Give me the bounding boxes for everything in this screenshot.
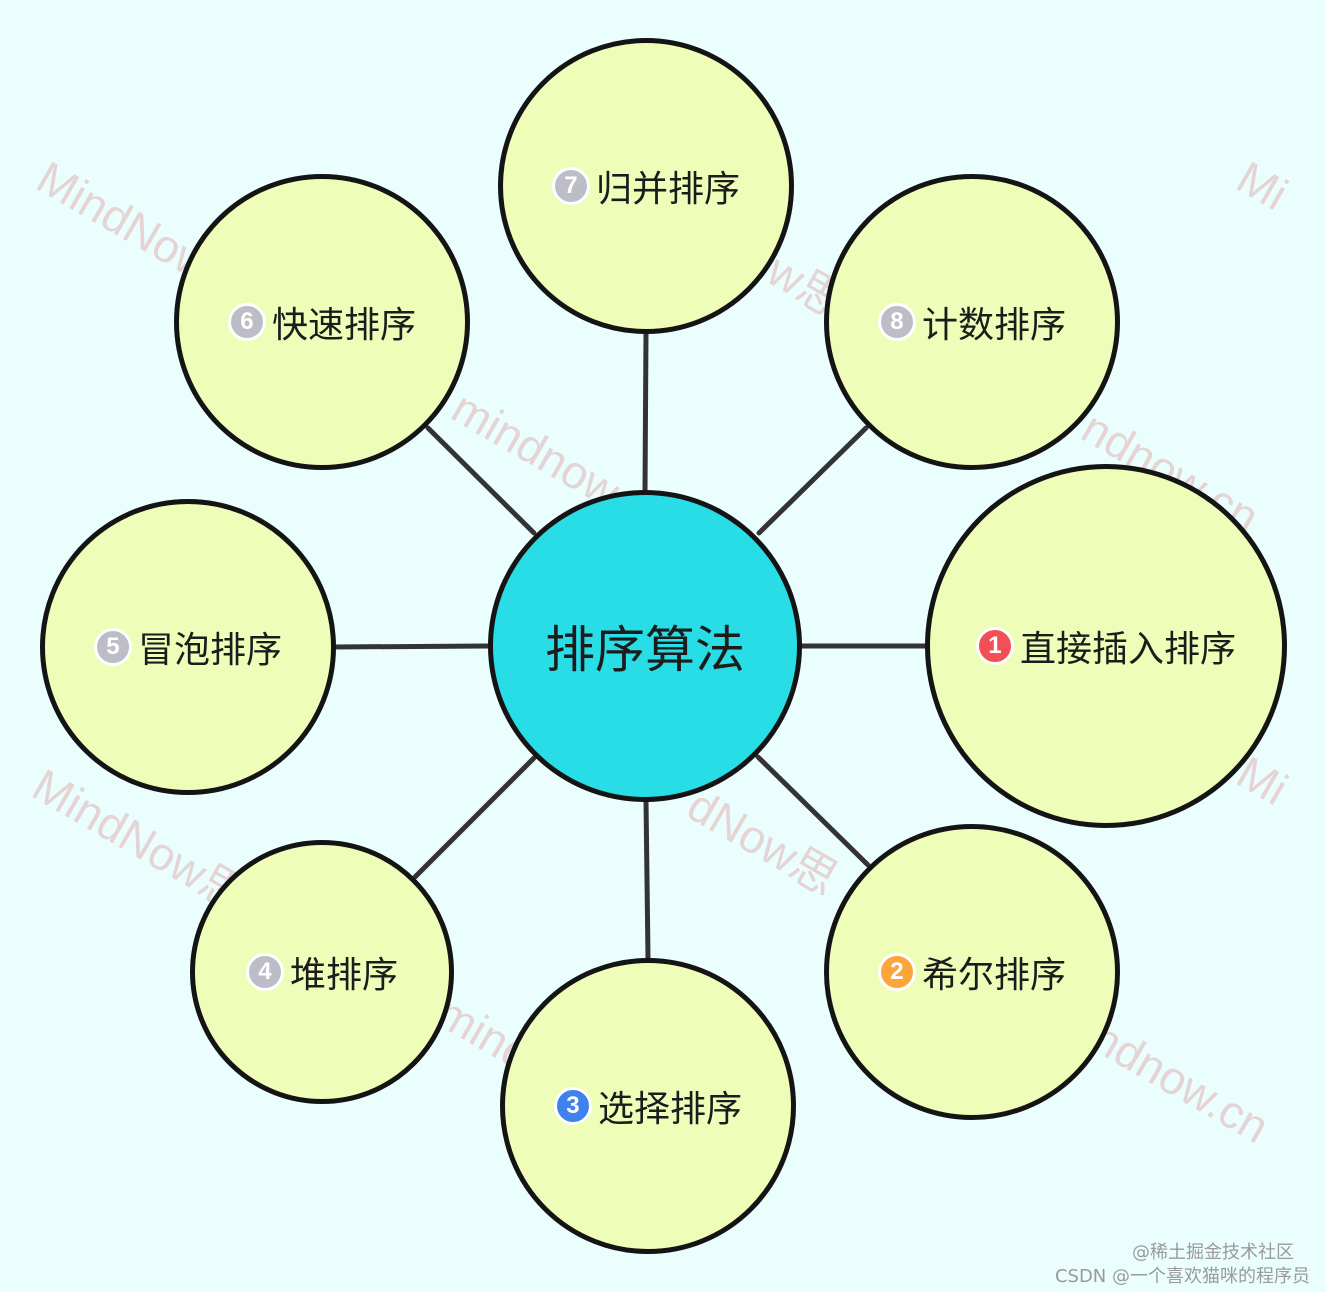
connector-7 [642, 330, 649, 493]
connector-6 [425, 425, 537, 536]
topic-counting-sort[interactable]: 8 计数排序 [824, 174, 1120, 470]
topic-shell-sort[interactable]: 2 希尔排序 [824, 824, 1120, 1120]
priority-badge: 2 [877, 953, 916, 991]
priority-badge: 6 [227, 303, 266, 341]
central-topic-label: 排序算法 [545, 621, 745, 679]
priority-badge: 8 [877, 303, 916, 341]
connector-4 [412, 755, 537, 880]
topic-label: 堆排序 [289, 955, 398, 996]
topic-label: 计数排序 [921, 305, 1066, 346]
connector-5 [330, 643, 491, 650]
credit-juejin: @稀土掘金技术社区 [1132, 1242, 1294, 1263]
topic-label: 归并排序 [595, 169, 740, 210]
topic-selection-sort[interactable]: 3 选择排序 [500, 958, 796, 1254]
topic-merge-sort[interactable]: 7 归并排序 [498, 38, 794, 334]
priority-badge: 5 [93, 628, 132, 666]
priority-badge: 1 [975, 627, 1014, 665]
topic-label: 冒泡排序 [137, 630, 282, 671]
central-topic[interactable]: 排序算法 [488, 490, 802, 802]
topic-heap-sort[interactable]: 4 堆排序 [190, 840, 454, 1104]
topic-label: 选择排序 [597, 1089, 742, 1130]
connector-3 [643, 798, 651, 961]
topic-label: 直接插入排序 [1019, 629, 1236, 670]
priority-badge: 4 [245, 953, 284, 991]
topic-label: 快速排序 [271, 305, 416, 346]
topic-quick-sort[interactable]: 6 快速排序 [174, 174, 470, 470]
connector-8 [756, 425, 869, 536]
topic-label: 希尔排序 [921, 955, 1066, 996]
credit-csdn: CSDN @一个喜欢猫咪的程序员 [1054, 1266, 1310, 1287]
priority-badge: 3 [553, 1087, 592, 1125]
priority-badge: 7 [551, 167, 590, 205]
topic-bubble-sort[interactable]: 5 冒泡排序 [40, 499, 336, 795]
connector-2 [755, 754, 871, 868]
topic-insertion-sort[interactable]: 1 直接插入排序 [925, 464, 1287, 828]
